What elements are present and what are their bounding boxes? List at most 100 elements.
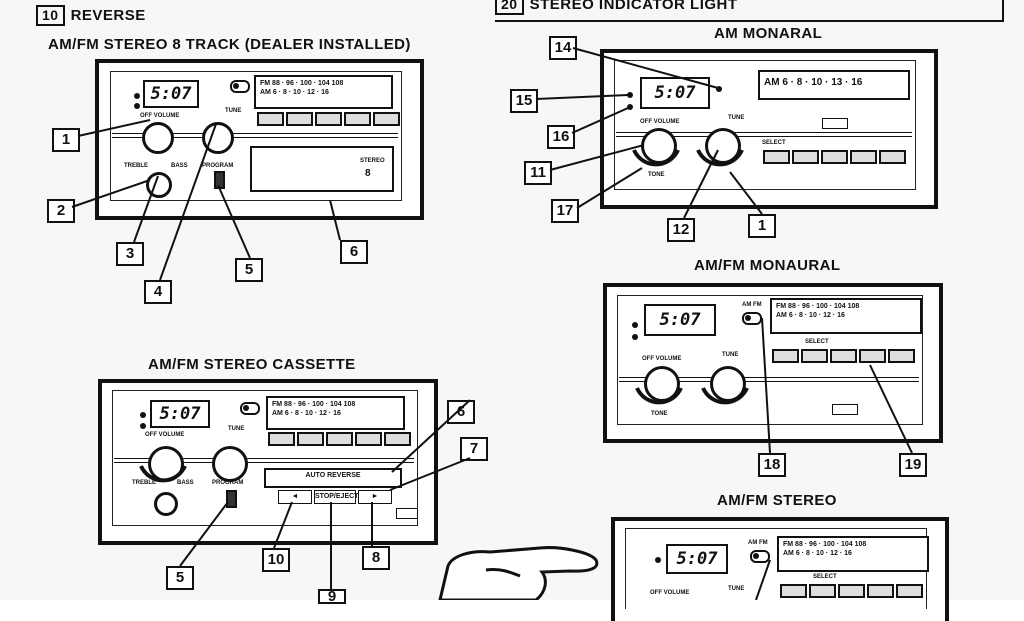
volume-knob[interactable] — [142, 122, 174, 154]
radio-title-cassette: AM/FM STEREO CASSETTE — [148, 356, 356, 373]
treble-bass-knob[interactable] — [146, 172, 172, 198]
callout-15: 15 — [510, 89, 538, 113]
preset-button[interactable] — [838, 584, 865, 598]
tuning-dial: AM 6 · 8 · 10 · 13 · 16 — [758, 70, 910, 100]
preset-button[interactable] — [772, 349, 799, 363]
preset-button[interactable] — [344, 112, 371, 126]
label-tune: TUNE — [728, 586, 745, 592]
preset-button[interactable] — [315, 112, 342, 126]
preset-button[interactable] — [821, 150, 848, 164]
track-label: 8 — [365, 168, 371, 179]
indicator-light — [655, 557, 661, 563]
callout-12: 12 — [667, 218, 695, 242]
preset-button[interactable] — [257, 112, 284, 126]
trim-stripe — [619, 377, 919, 382]
radio-title-amfm-mono: AM/FM MONAURAL — [694, 257, 841, 274]
fast-forward-button[interactable]: ► — [358, 490, 392, 504]
preset-buttons — [772, 349, 915, 363]
clock-display: 5:07 — [644, 304, 716, 336]
callout-5: 5 — [235, 258, 263, 282]
label-select: SELECT — [805, 339, 829, 345]
label-tone: TONE — [648, 172, 665, 178]
label-off-volume: OFF VOLUME — [140, 113, 180, 119]
legend-number: 20 — [495, 0, 524, 15]
indicator-light — [140, 412, 146, 418]
preset-button[interactable] — [859, 349, 886, 363]
brand-badge — [396, 508, 418, 519]
preset-button[interactable] — [830, 349, 857, 363]
am-fm-switch[interactable] — [742, 312, 762, 325]
am-fm-switch[interactable] — [750, 550, 770, 563]
preset-button[interactable] — [326, 432, 353, 446]
radio-title-am-mono: AM MONARAL — [714, 25, 823, 42]
callout-10: 10 — [262, 548, 290, 572]
program-button[interactable] — [226, 490, 237, 508]
legend-text: STEREO INDICATOR LIGHT — [529, 0, 738, 13]
preset-button[interactable] — [809, 584, 836, 598]
brand-badge — [832, 404, 858, 415]
preset-button[interactable] — [879, 150, 906, 164]
label-off-volume: OFF VOLUME — [640, 119, 680, 125]
radio-title-amfm-stereo: AM/FM STEREO — [717, 492, 837, 509]
am-fm-switch[interactable] — [230, 80, 250, 93]
legend-number: 10 — [36, 5, 65, 26]
am-fm-switch[interactable] — [240, 402, 260, 415]
preset-button[interactable] — [888, 349, 915, 363]
preset-button[interactable] — [286, 112, 313, 126]
auto-reverse-label: AUTO REVERSE — [305, 472, 361, 479]
clock-display: 5:07 — [143, 80, 199, 108]
trim-stripe — [112, 133, 398, 138]
preset-buttons — [780, 584, 923, 598]
label-bass: BASS — [171, 163, 188, 169]
preset-buttons — [268, 432, 411, 446]
cassette-slot[interactable]: AUTO REVERSE — [264, 468, 402, 488]
rewind-button[interactable]: ◄ — [278, 490, 312, 504]
treble-bass-knob[interactable] — [154, 492, 178, 516]
preset-button[interactable] — [763, 150, 790, 164]
preset-button[interactable] — [792, 150, 819, 164]
trim-stripe — [114, 458, 414, 463]
legend-item-20: 20 STEREO INDICATOR LIGHT — [495, 0, 738, 15]
preset-button[interactable] — [896, 584, 923, 598]
indicator-light — [134, 93, 140, 99]
preset-button[interactable] — [384, 432, 411, 446]
preset-button[interactable] — [801, 349, 828, 363]
header-rule-edge — [1002, 0, 1004, 22]
callout-3: 3 — [116, 242, 144, 266]
preset-button[interactable] — [850, 150, 877, 164]
tape-door[interactable]: STEREO 8 — [250, 146, 394, 192]
label-treble: TREBLE — [132, 480, 156, 486]
pointing-hand-icon — [438, 546, 599, 600]
preset-button[interactable] — [780, 584, 807, 598]
preset-button[interactable] — [355, 432, 382, 446]
indicator-light — [627, 92, 633, 98]
trim-stripe — [616, 132, 912, 137]
stop-eject-button[interactable]: STOP/EJECT — [314, 490, 358, 504]
label-off-volume: OFF VOLUME — [642, 356, 682, 362]
callout-7: 7 — [460, 437, 488, 461]
callout-18: 18 — [758, 453, 786, 477]
clock-display: 5:07 — [150, 400, 210, 428]
indicator-light — [632, 334, 638, 340]
preset-button[interactable] — [297, 432, 324, 446]
radio-title-8track: AM/FM STEREO 8 TRACK (DEALER INSTALLED) — [48, 36, 411, 53]
label-bass: BASS — [177, 480, 194, 486]
label-program: PROGRAM — [212, 480, 244, 486]
preset-button[interactable] — [268, 432, 295, 446]
callout-16: 16 — [547, 125, 575, 149]
label-am-fm: AM FM — [748, 540, 768, 546]
preset-buttons — [763, 150, 906, 164]
label-program: PROGRAM — [202, 163, 234, 169]
callout-19: 19 — [899, 453, 927, 477]
label-select: SELECT — [813, 574, 837, 580]
preset-button[interactable] — [867, 584, 894, 598]
indicator-light — [134, 103, 140, 109]
label-tune: TUNE — [728, 115, 745, 121]
clock-display: 5:07 — [666, 544, 728, 574]
preset-button[interactable] — [373, 112, 400, 126]
volume-knob[interactable] — [641, 128, 677, 164]
tune-knob[interactable] — [212, 446, 248, 482]
